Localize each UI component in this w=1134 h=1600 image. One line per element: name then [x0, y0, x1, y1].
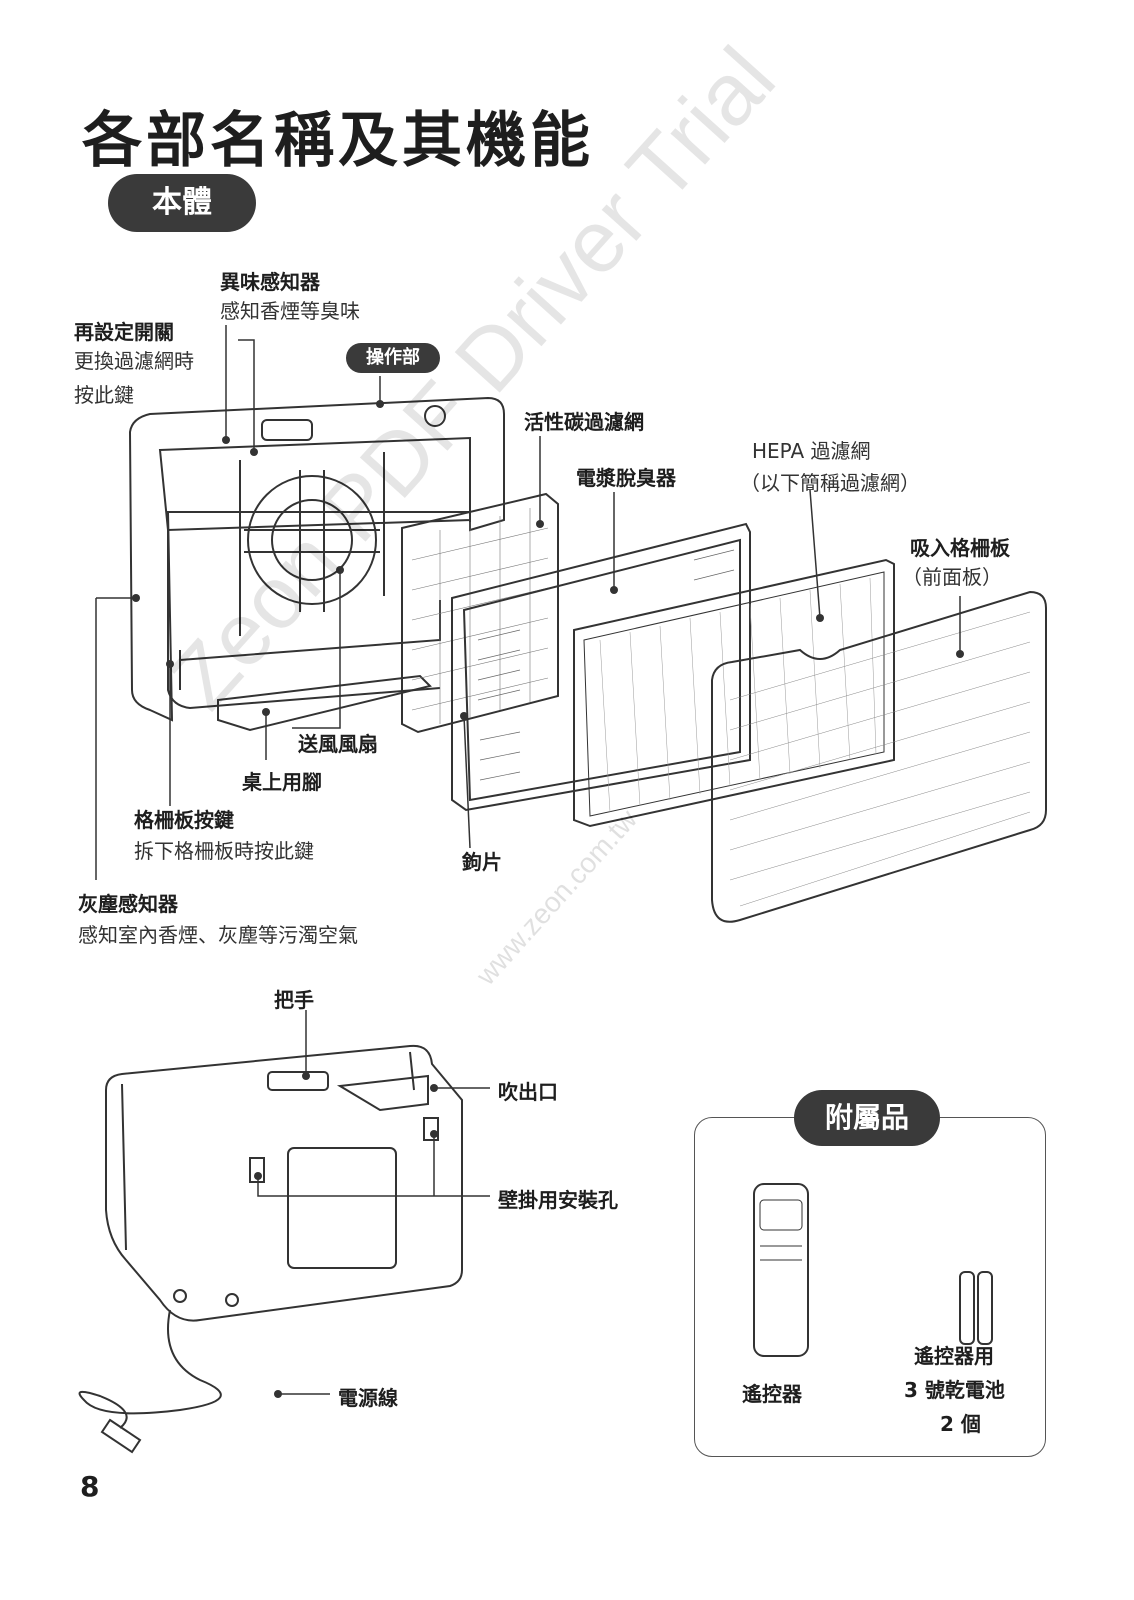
outlet-label: 吹出口	[498, 1080, 558, 1104]
fan-label: 送風風扇	[298, 732, 378, 756]
hook-label: 鉤片	[462, 850, 502, 874]
battery-label-3: 2 個	[940, 1412, 981, 1436]
battery-label-2: 3 號乾電池	[904, 1378, 1005, 1402]
hepa-filter-label: HEPA 過濾網	[752, 439, 871, 463]
page-title: 各部名稱及其機能	[82, 106, 594, 176]
remote-label: 遙控器	[742, 1382, 802, 1406]
reset-switch-label: 再設定開關	[74, 320, 174, 344]
table-stand-label: 桌上用腳	[242, 770, 322, 794]
grille-button-label: 格柵板按鍵	[134, 808, 234, 832]
intake-grille-desc: （前面板）	[902, 565, 1002, 589]
hepa-filter-desc: （以下簡稱過濾網）	[740, 471, 920, 495]
plasma-deodorizer-label: 電漿脫臭器	[576, 466, 676, 490]
intake-grille-label: 吸入格柵板	[910, 536, 1010, 560]
handle-label: 把手	[274, 988, 314, 1012]
accessories-badge: 附屬品	[794, 1090, 940, 1146]
page-number: 8	[80, 1470, 100, 1503]
operation-panel-badge: 操作部	[346, 343, 440, 373]
battery-label-1: 遙控器用	[914, 1344, 994, 1368]
carbon-filter-label: 活性碳過濾網	[524, 410, 644, 434]
dust-sensor-desc: 感知室內香煙、灰塵等污濁空氣	[78, 923, 358, 947]
grille-button-desc: 拆下格柵板時按此鍵	[134, 839, 314, 863]
reset-switch-desc-1: 更換過濾網時	[74, 349, 194, 373]
power-cord-label: 電源線	[338, 1386, 398, 1410]
wall-mount-holes-label: 壁掛用安裝孔	[498, 1188, 618, 1212]
section-badge-main-body: 本體	[108, 174, 256, 232]
odor-sensor-desc: 感知香煙等臭味	[220, 299, 360, 323]
reset-switch-desc-2: 按此鍵	[74, 383, 134, 407]
odor-sensor-label: 異味感知器	[220, 270, 320, 294]
dust-sensor-label: 灰塵感知器	[78, 892, 178, 916]
